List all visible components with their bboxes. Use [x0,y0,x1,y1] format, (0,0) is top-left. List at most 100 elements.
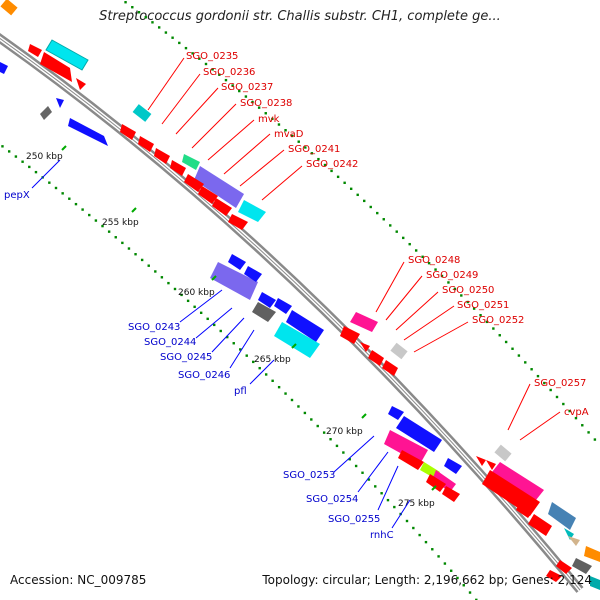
tick-dot [581,424,584,427]
tick-track-inner [1,145,478,600]
tick-dot [68,197,71,200]
gene-feature [184,174,204,192]
gene-feature [476,456,486,466]
gene-feature [492,462,544,500]
tick-dot [157,26,161,29]
gene-label: SGO_0241 [288,144,340,155]
scale-label: 270 kbp [326,427,363,437]
gene-feature [340,326,360,344]
tick-dot [277,123,281,126]
gene-feature [210,262,258,300]
scale-labels: 250 kbp 255 kbp 260 kbp 265 kbp 270 kbp … [26,145,437,509]
tick-dot [1,145,4,148]
tick-dot [284,129,287,132]
tick-dot [322,431,326,434]
tick-dot [456,576,459,580]
tick-dot [154,270,157,273]
gene-labels-red: SGO_0235 SGO_0236 SGO_0237 SGO_0238 mvk … [147,51,589,441]
tick-dot [524,361,527,364]
gene-label: SGO_0245 [160,352,212,363]
gene-feature [238,200,266,222]
gene-feature [258,292,276,308]
tick-dot [369,205,372,209]
gene-label: mvk [258,114,280,125]
gene-label: SGO_0246 [178,370,230,381]
tick-dot [238,89,241,93]
gene-feature [442,486,460,502]
tick-dot [343,181,346,185]
tick-dot [485,320,489,324]
gene-feature [56,98,64,108]
gene-feature [274,298,292,314]
tick-dot [374,485,377,488]
tick-dot [549,388,552,392]
tick-dot [367,478,371,481]
tick-dot [472,307,476,310]
gene-label: SGO_0257 [534,378,586,389]
tick-dot [303,411,307,415]
gene-feature [572,558,592,574]
tick-dot [408,242,411,246]
gene-feature [228,214,248,230]
tick-dot [555,395,559,399]
gene-feature [228,254,246,270]
tick-dot [137,11,141,14]
gene-feature [584,546,600,562]
tick-dot [434,268,437,271]
tick-dot [317,157,320,161]
gene-feature [528,514,552,536]
tick-dot [121,241,124,245]
tick-dot [402,236,405,240]
tick-dot [297,140,300,143]
tick-dot [257,106,261,109]
tick-dot [479,314,482,317]
tick-dot [330,169,333,173]
gene-feature [548,502,576,530]
tick-dot [468,591,472,594]
tick-dot [310,152,314,155]
gene-label: pfl [234,386,247,397]
tick-dot [171,36,174,39]
tick-dot [424,540,428,544]
tick-dot [147,264,150,267]
genome-backbone [0,33,584,593]
gene-feature [590,576,600,590]
gene-label: SGO_0244 [144,337,196,348]
gene-feature [382,360,398,376]
gene-feature [388,406,404,420]
tick-dot [48,181,51,184]
gene-label: SGO_0254 [306,494,358,505]
tick-dot [271,117,274,121]
tick-dot [173,287,177,291]
tick-dot [14,155,18,158]
gene-feature [45,39,89,71]
tick-dot [530,368,533,371]
tick-dot [395,230,398,233]
tick-dot [348,458,351,461]
gene-feature [244,266,262,282]
tick-dot [198,57,201,60]
tick-dot [193,305,196,309]
tick-dot [393,505,396,509]
tick-dot [7,150,11,153]
tick-dot [239,348,242,351]
tick-dot [226,335,229,339]
gene-feature [564,528,574,540]
gene-feature [516,502,534,518]
tick-dot [114,236,117,239]
tick-dot [498,334,501,337]
gene-feature [368,350,384,366]
tick-dot [356,193,359,197]
tick-dot [284,392,287,395]
tick-dot [335,444,339,448]
gene-feature [398,450,424,470]
tick-dot [361,471,364,474]
tick-dot [431,548,434,551]
gene-feature [76,78,86,90]
tick-dot [191,52,194,55]
tick-dot [453,287,457,291]
tick-dot [466,300,469,304]
tick-dot [224,78,228,82]
tick-dot [180,293,183,297]
